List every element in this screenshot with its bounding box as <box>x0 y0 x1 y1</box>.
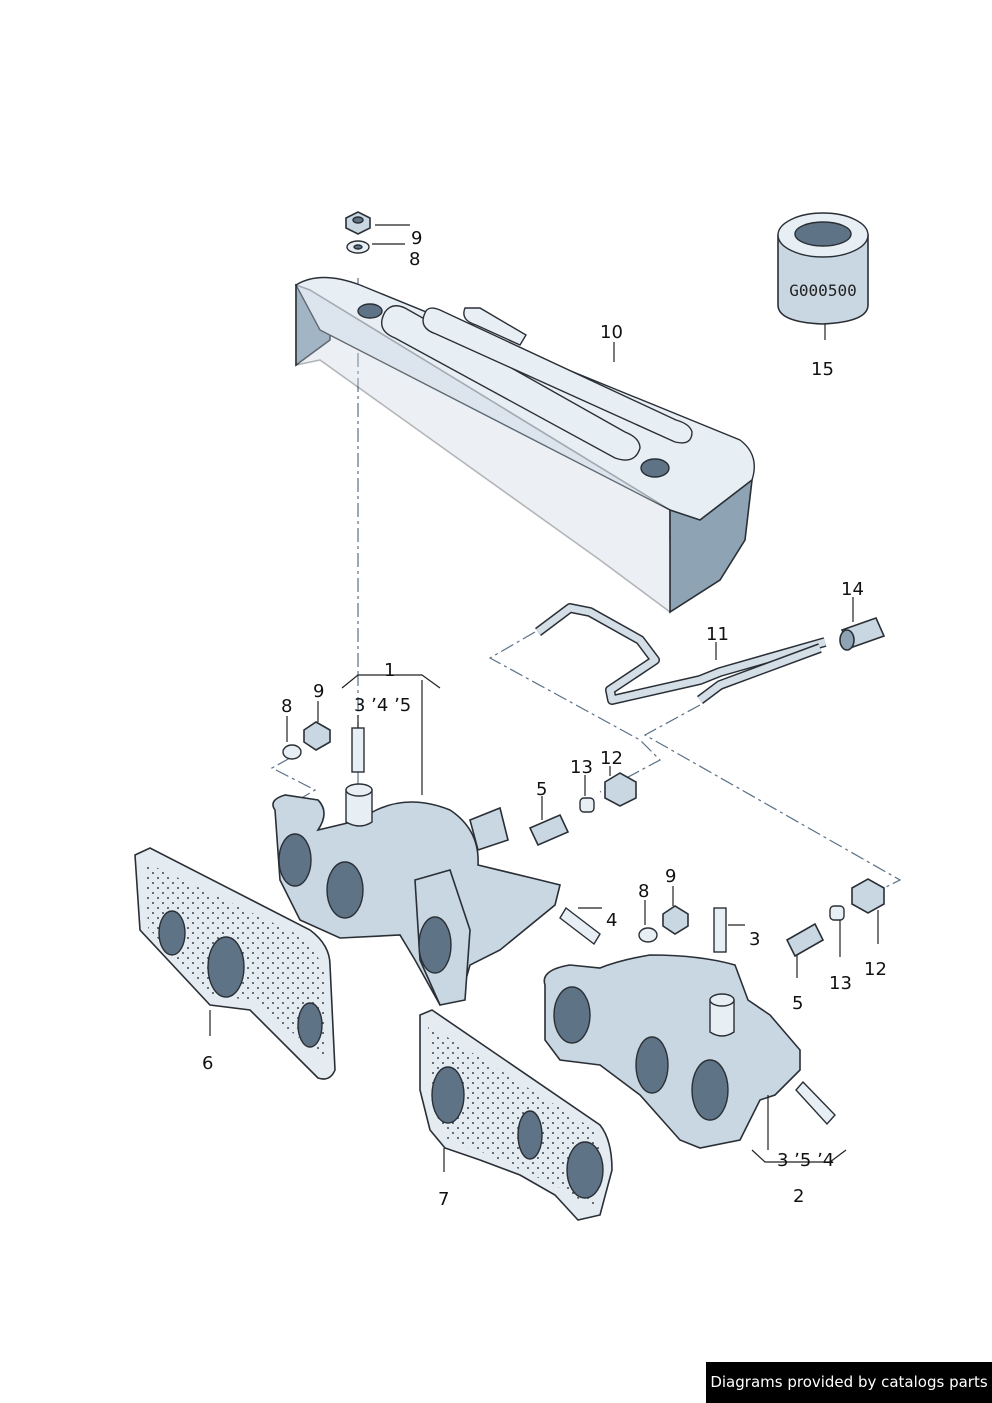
group-label-2: 3 ʼ5 ʼ4 <box>777 1150 834 1171</box>
callout-7: 7 <box>438 1189 449 1210</box>
callout-8-top: 8 <box>409 249 420 270</box>
top-nut-washer <box>345 211 371 254</box>
callout-12-left: 12 <box>600 748 623 769</box>
gasket-7 <box>419 1009 613 1221</box>
callout-13-right: 13 <box>829 973 852 994</box>
manifold-right <box>543 954 801 1149</box>
sealant-can: G000500 <box>777 212 869 325</box>
callout-4-left: 4 <box>606 910 617 931</box>
callout-5-left: 5 <box>536 779 547 800</box>
callout-9-right: 9 <box>665 866 676 887</box>
callout-8-left: 8 <box>281 696 292 717</box>
callout-15: 15 <box>811 359 834 380</box>
callout-1: 1 <box>384 660 395 681</box>
callout-numbers: 9 8 10 15 14 11 1 3 ʼ4 ʼ5 8 9 5 13 12 4 … <box>202 228 887 1210</box>
callout-8-right: 8 <box>638 881 649 902</box>
callout-2: 2 <box>793 1186 804 1207</box>
callout-10: 10 <box>600 322 623 343</box>
callout-9-top: 9 <box>411 228 422 249</box>
can-label: G000500 <box>789 281 856 300</box>
gasket-6 <box>134 847 336 1080</box>
manifold-left-hardware <box>282 721 637 946</box>
leader-lines <box>209 224 879 1172</box>
callout-9-left: 9 <box>313 681 324 702</box>
heat-shield <box>295 276 755 614</box>
manifold-left <box>272 783 561 1006</box>
callout-6: 6 <box>202 1053 213 1074</box>
pipe <box>535 603 827 705</box>
callout-11: 11 <box>706 624 729 645</box>
group-label-1: 3 ʼ4 ʼ5 <box>354 695 411 716</box>
callout-14: 14 <box>841 579 864 600</box>
manifold-right-hardware <box>638 878 885 1126</box>
callout-3-right: 3 <box>749 929 760 950</box>
callout-12-right: 12 <box>864 959 887 980</box>
callout-13-left: 13 <box>570 757 593 778</box>
callout-5-right: 5 <box>792 993 803 1014</box>
attribution-banner: Diagrams provided by catalogs parts <box>706 1362 992 1403</box>
pipe-fitting <box>839 616 886 651</box>
